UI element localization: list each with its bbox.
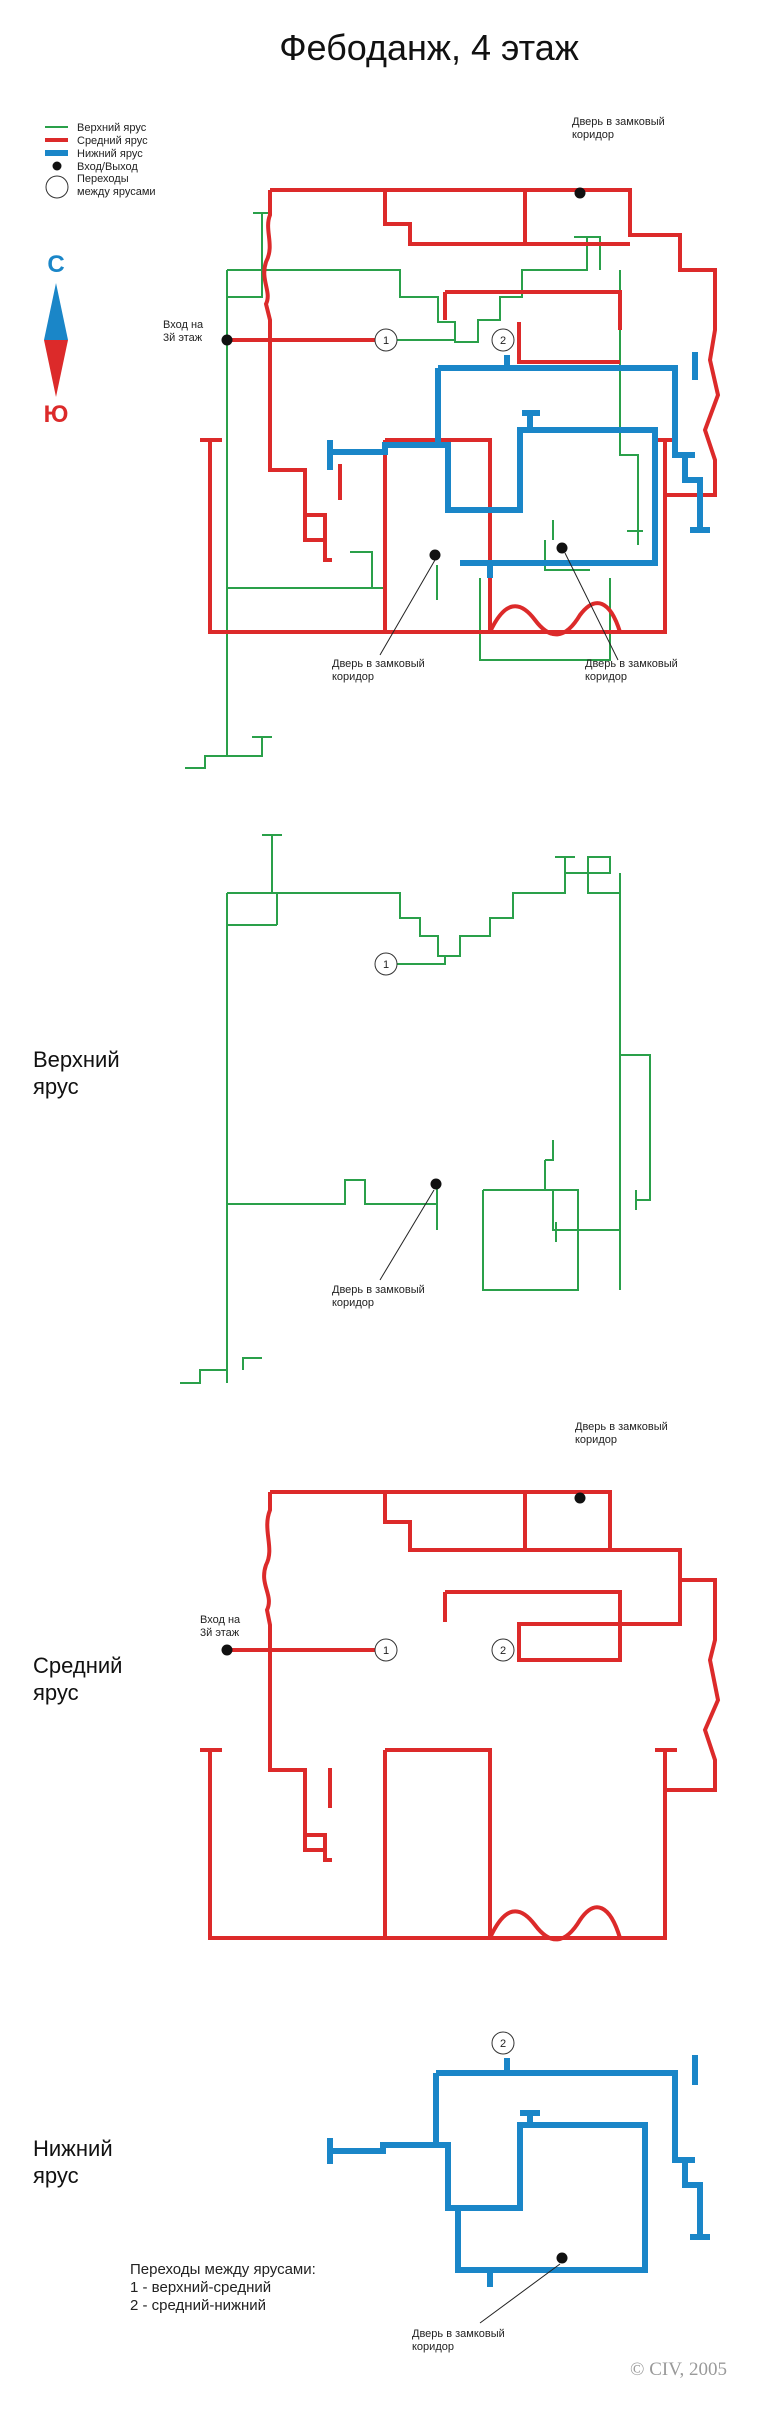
- combined-door-label-1b: коридор: [572, 129, 614, 141]
- combined-lower-tier: [327, 352, 710, 578]
- upper-tier-title-2: ярус: [33, 1074, 79, 1099]
- middle-tier-title-1: Средний: [33, 1653, 122, 1678]
- middle-transition-2: [491, 1638, 515, 1662]
- copyright: © CIV, 2005: [630, 2359, 727, 2380]
- combined-entrance-dot: [221, 334, 233, 346]
- lower-door-dot: [556, 2252, 568, 2264]
- lower-door-label-a: Дверь в замковый: [412, 2328, 505, 2340]
- combined-map: 1 2 Дверь в замковый коридор Дверь в зам…: [163, 116, 721, 769]
- compass-north-arrow-icon: [44, 283, 68, 340]
- combined-door-label-3b: коридор: [585, 671, 627, 683]
- combined-entry-label-1: Вход на: [163, 319, 204, 331]
- lower-tier-paths: [327, 2055, 710, 2287]
- combined-door-label-1a: Дверь в замковый: [572, 116, 665, 128]
- combined-door-dot-2: [429, 549, 441, 561]
- legend-transitions-label-2: между ярусами: [77, 186, 156, 198]
- lower-tier-map: Нижний ярус Дверь в замковый коридор 2: [33, 2031, 710, 2353]
- combined-transition-1: [374, 328, 398, 352]
- legend-transitions-label-1: Переходы: [77, 173, 129, 185]
- middle-tier-paths: [200, 1490, 721, 1942]
- combined-door-label-2a: Дверь в замковый: [332, 658, 425, 670]
- combined-door-dot-1: [574, 187, 586, 199]
- combined-entry-label-2: 3й этаж: [163, 332, 203, 344]
- page-title: Фебоданж, 4 этаж: [279, 27, 579, 68]
- footnote-line-1: Переходы между ярусами:: [130, 2261, 316, 2278]
- combined-transition-2-label: 2: [500, 335, 506, 347]
- combined-upper-tier: [185, 212, 643, 769]
- compass: С Ю: [44, 251, 69, 428]
- combined-middle-tier: [200, 188, 721, 637]
- combined-door-label-3a: Дверь в замковый: [585, 658, 678, 670]
- upper-tier-map: Верхний ярус Дверь в замк: [33, 834, 651, 1384]
- upper-door-label-b: коридор: [332, 1297, 374, 1309]
- middle-door-label-a: Дверь в замковый: [575, 1421, 668, 1433]
- lower-transition-2: [491, 2031, 515, 2055]
- lower-transition-2-label: 2: [500, 2038, 506, 2050]
- legend-middle-label: Средний ярус: [77, 135, 148, 147]
- legend-entrance-dot: [52, 161, 62, 171]
- middle-transition-1-label: 1: [383, 1645, 389, 1657]
- lower-tier-title-2: ярус: [33, 2163, 79, 2188]
- compass-south-arrow-icon: [44, 340, 68, 397]
- middle-transition-2-label: 2: [500, 1645, 506, 1657]
- middle-door-label-b: коридор: [575, 1434, 617, 1446]
- footnote-line-3: 2 - средний-нижний: [130, 2297, 266, 2314]
- middle-door-dot: [574, 1492, 586, 1504]
- transitions-footnote: Переходы между ярусами: 1 - верхний-сред…: [130, 2261, 316, 2314]
- footnote-line-2: 1 - верхний-средний: [130, 2279, 271, 2296]
- combined-transition-1-label: 1: [383, 335, 389, 347]
- upper-door-label-a: Дверь в замковый: [332, 1284, 425, 1296]
- legend: Верхний ярус Средний ярус Нижний ярус Вх…: [45, 122, 156, 199]
- legend-lower-label: Нижний ярус: [77, 148, 143, 160]
- middle-entry-label-2: 3й этаж: [200, 1627, 240, 1639]
- middle-entrance-dot: [221, 1644, 233, 1656]
- lower-door-leader: [479, 2263, 561, 2324]
- upper-transition-1-label: 1: [383, 959, 389, 971]
- combined-door-dot-3: [556, 542, 568, 554]
- middle-tier-title-2: ярус: [33, 1680, 79, 1705]
- lower-door-label-b: коридор: [412, 2341, 454, 2353]
- upper-door-leader: [379, 1189, 435, 1281]
- upper-door-dot: [430, 1178, 442, 1190]
- combined-door-leader-3: [564, 552, 619, 661]
- upper-tier-title-1: Верхний: [33, 1047, 120, 1072]
- combined-transition-2: [491, 328, 515, 352]
- middle-entry-label-1: Вход на: [200, 1614, 241, 1626]
- combined-door-leader-2: [379, 559, 436, 656]
- upper-tier-paths: [180, 834, 651, 1384]
- lower-tier-title-1: Нижний: [33, 2136, 113, 2161]
- compass-north-label: С: [47, 251, 64, 278]
- middle-tier-map: Средний ярус 1 2 Дверь в замковый коридо…: [33, 1421, 721, 1942]
- legend-entrance-label: Вход/Выход: [77, 161, 138, 173]
- combined-door-label-2b: коридор: [332, 671, 374, 683]
- compass-south-label: Ю: [44, 401, 69, 428]
- legend-upper-label: Верхний ярус: [77, 122, 147, 134]
- middle-transition-1: [374, 1638, 398, 1662]
- upper-transition-1: [374, 952, 398, 976]
- legend-transition-circle: [45, 175, 69, 199]
